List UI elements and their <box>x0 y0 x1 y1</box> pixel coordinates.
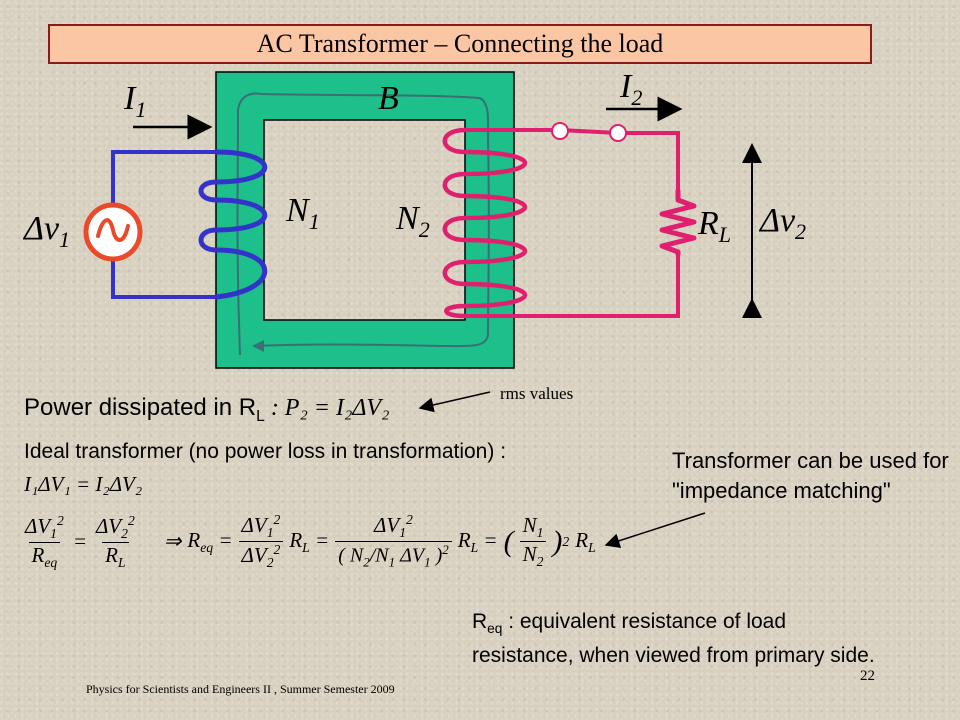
ac-source-icon <box>96 218 130 242</box>
label-n2: N2 <box>396 200 430 242</box>
req-note-line2: resistance, when viewed from primary sid… <box>472 644 875 667</box>
load-resistor <box>659 190 697 255</box>
switch-blade <box>559 128 619 135</box>
slide-title: AC Transformer – Connecting the load <box>48 24 872 64</box>
label-i1: I1 <box>124 80 147 122</box>
ideal-transformer-line: Ideal transformer (no power loss in tran… <box>24 440 507 463</box>
impedance-note-line1: Transformer can be used for <box>672 448 949 473</box>
switch-terminal-right <box>609 124 627 142</box>
rms-pointer-arrow <box>418 391 491 413</box>
frac-v1-over-ratio: ΔV12( N2/N1 ΔV1 )2 <box>335 512 452 571</box>
switch-terminal-left <box>551 122 569 140</box>
label-rl: RL <box>698 205 732 247</box>
flux-loop <box>236 92 490 356</box>
label-dv2: Δv2 <box>760 202 807 244</box>
req-note-line1: Req : equivalent resistance of load <box>472 610 787 637</box>
label-dv1: Δv1 <box>24 210 71 252</box>
primary-wire <box>111 150 216 299</box>
secondary-wire <box>465 128 680 318</box>
label-n1: N1 <box>286 192 320 234</box>
secondary-coil <box>442 127 528 319</box>
slide-title-text: AC Transformer – Connecting the load <box>256 29 664 58</box>
impedance-note-line2: "impedance matching" <box>672 478 891 503</box>
page-number: 22 <box>860 668 875 684</box>
rms-values-note: rms values <box>500 384 574 403</box>
flux-arrow-head <box>252 340 264 352</box>
footer-text: Physics for Scientists and Engineers II … <box>86 682 395 696</box>
label-i2: I2 <box>620 68 643 110</box>
label-flux-b: B <box>378 80 399 117</box>
power-dissipated-line: Power dissipated in RL : P₂ = I₂ΔV₂ <box>24 394 390 425</box>
primary-coil <box>198 149 268 300</box>
impedance-pointer-arrow <box>604 512 706 548</box>
ideal-transformer-equation: I₁ΔV₁ = I₂ΔV₂ <box>24 472 143 496</box>
